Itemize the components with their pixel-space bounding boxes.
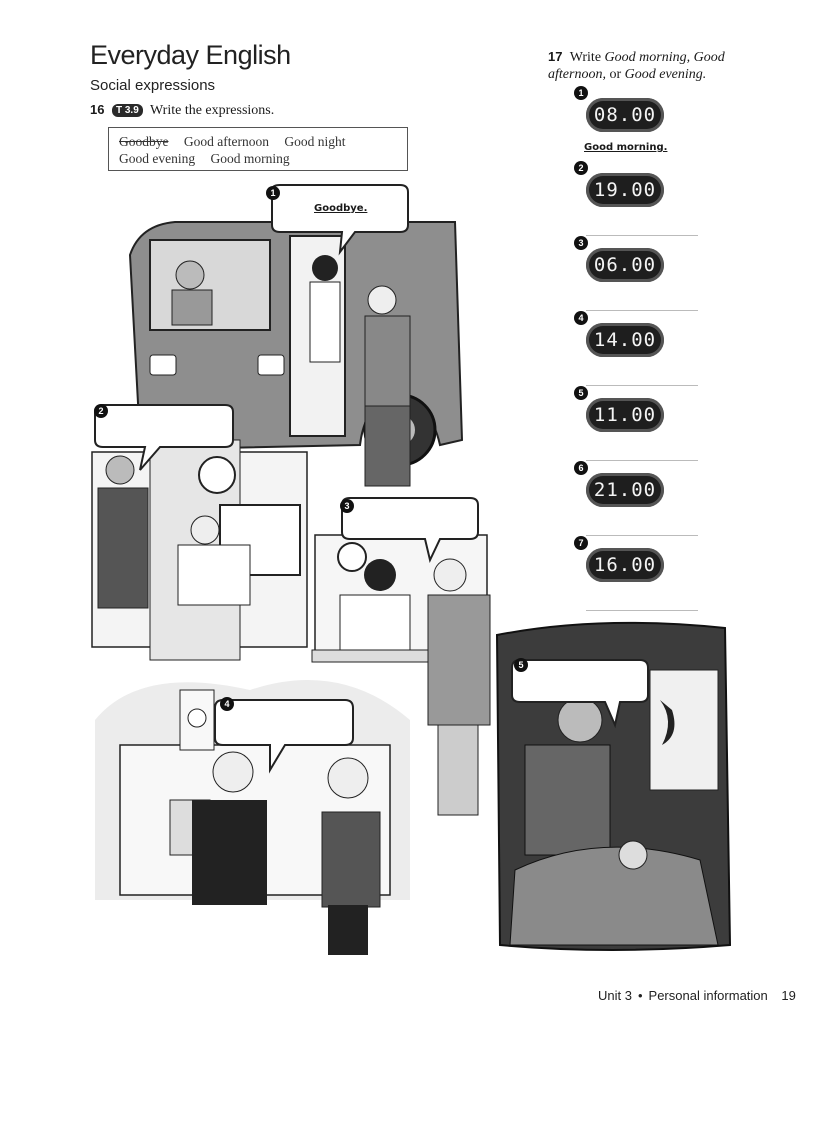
speech-bubble-3 bbox=[341, 497, 479, 563]
exercise-17-instruction: 17 Write Good morning, Good afternoon, o… bbox=[548, 48, 748, 83]
instruction-lead: Write bbox=[569, 50, 602, 65]
answer-line[interactable] bbox=[586, 535, 698, 536]
instruction-italic-1: Good morning, Good afternoon, bbox=[548, 50, 725, 82]
audio-track-badge: T 3.9 bbox=[111, 104, 143, 117]
scene-number-5: 5 bbox=[514, 658, 528, 672]
time-item-6: 6 21.00 bbox=[574, 461, 698, 536]
digital-clock: 16.00 bbox=[586, 548, 664, 582]
page-footer: Unit 3 • Personal information 19 bbox=[598, 988, 796, 1003]
time-item-2: 2 19.00 bbox=[574, 161, 698, 236]
town-hall-scene-illustration bbox=[95, 680, 410, 955]
exercise-number: 17 bbox=[548, 49, 563, 64]
item-number: 7 bbox=[574, 536, 588, 550]
item-number: 2 bbox=[574, 161, 588, 175]
instruction-text: Write the expressions. bbox=[150, 103, 275, 118]
scene-number-2: 2 bbox=[94, 404, 108, 418]
clock-time: 08.00 bbox=[593, 104, 657, 126]
instruction-italic-2: Good evening. bbox=[624, 67, 707, 82]
digital-clock: 06.00 bbox=[586, 248, 664, 282]
time-item-5: 5 11.00 bbox=[574, 386, 698, 461]
answer-text: Good morning. bbox=[584, 142, 668, 153]
bedroom-scene-illustration bbox=[495, 621, 732, 951]
time-item-4: 4 14.00 bbox=[574, 311, 698, 386]
page-title: Everyday English bbox=[90, 40, 291, 70]
word-box: Goodbye Good afternoon Good night Good e… bbox=[108, 127, 408, 171]
clock-time: 21.00 bbox=[593, 479, 657, 501]
item-number: 1 bbox=[574, 86, 588, 100]
reception-scene-illustration bbox=[311, 534, 491, 816]
clock-time: 16.00 bbox=[593, 554, 657, 576]
footer-section: Personal information bbox=[648, 988, 768, 1003]
time-item-7: 7 16.00 bbox=[574, 536, 698, 611]
item-number: 4 bbox=[574, 311, 588, 325]
digital-clock: 19.00 bbox=[586, 173, 664, 207]
footer-unit: Unit 3 bbox=[598, 988, 632, 1003]
answer-line[interactable] bbox=[586, 310, 698, 311]
time-item-3: 3 06.00 bbox=[574, 236, 698, 311]
footer-separator: • bbox=[637, 988, 643, 1003]
instruction-or: or bbox=[609, 67, 622, 82]
section-subtitle: Social expressions bbox=[90, 77, 216, 94]
word-box-item: Good evening bbox=[119, 151, 196, 166]
exercise-number: 16 bbox=[90, 102, 105, 117]
item-number: 5 bbox=[574, 386, 588, 400]
digital-clock: 14.00 bbox=[586, 323, 664, 357]
exercise-16-instruction: 16 T 3.9 Write the expressions. bbox=[90, 102, 274, 119]
digital-clock: 21.00 bbox=[586, 473, 664, 507]
answer-line[interactable] bbox=[586, 385, 698, 386]
bus-scene-illustration bbox=[128, 221, 464, 487]
page-number: 19 bbox=[781, 988, 796, 1003]
word-box-item: Goodbye bbox=[119, 134, 169, 149]
digital-clock: 08.00 bbox=[586, 98, 664, 132]
clock-time: 19.00 bbox=[593, 179, 657, 201]
office-scene-illustration bbox=[91, 439, 308, 661]
time-item-1: 1 08.00 Good morning. bbox=[574, 86, 667, 153]
scene-number-1: 1 bbox=[266, 186, 280, 200]
item-number: 3 bbox=[574, 236, 588, 250]
word-box-item: Good night bbox=[284, 134, 346, 149]
speech-bubble-1 bbox=[271, 184, 409, 256]
scene-number-3: 3 bbox=[340, 499, 354, 513]
word-box-item: Good afternoon bbox=[183, 134, 269, 149]
bubble-answer-1: Goodbye. bbox=[314, 203, 368, 214]
scene-number-4: 4 bbox=[220, 697, 234, 711]
clock-time: 06.00 bbox=[593, 254, 657, 276]
answer-line[interactable] bbox=[586, 235, 698, 236]
item-number: 6 bbox=[574, 461, 588, 475]
answer-line[interactable] bbox=[586, 460, 698, 461]
digital-clock: 11.00 bbox=[586, 398, 664, 432]
word-box-item: Good morning bbox=[210, 151, 290, 166]
answer-line[interactable] bbox=[586, 610, 698, 611]
clock-time: 14.00 bbox=[593, 329, 657, 351]
clock-time: 11.00 bbox=[593, 404, 657, 426]
